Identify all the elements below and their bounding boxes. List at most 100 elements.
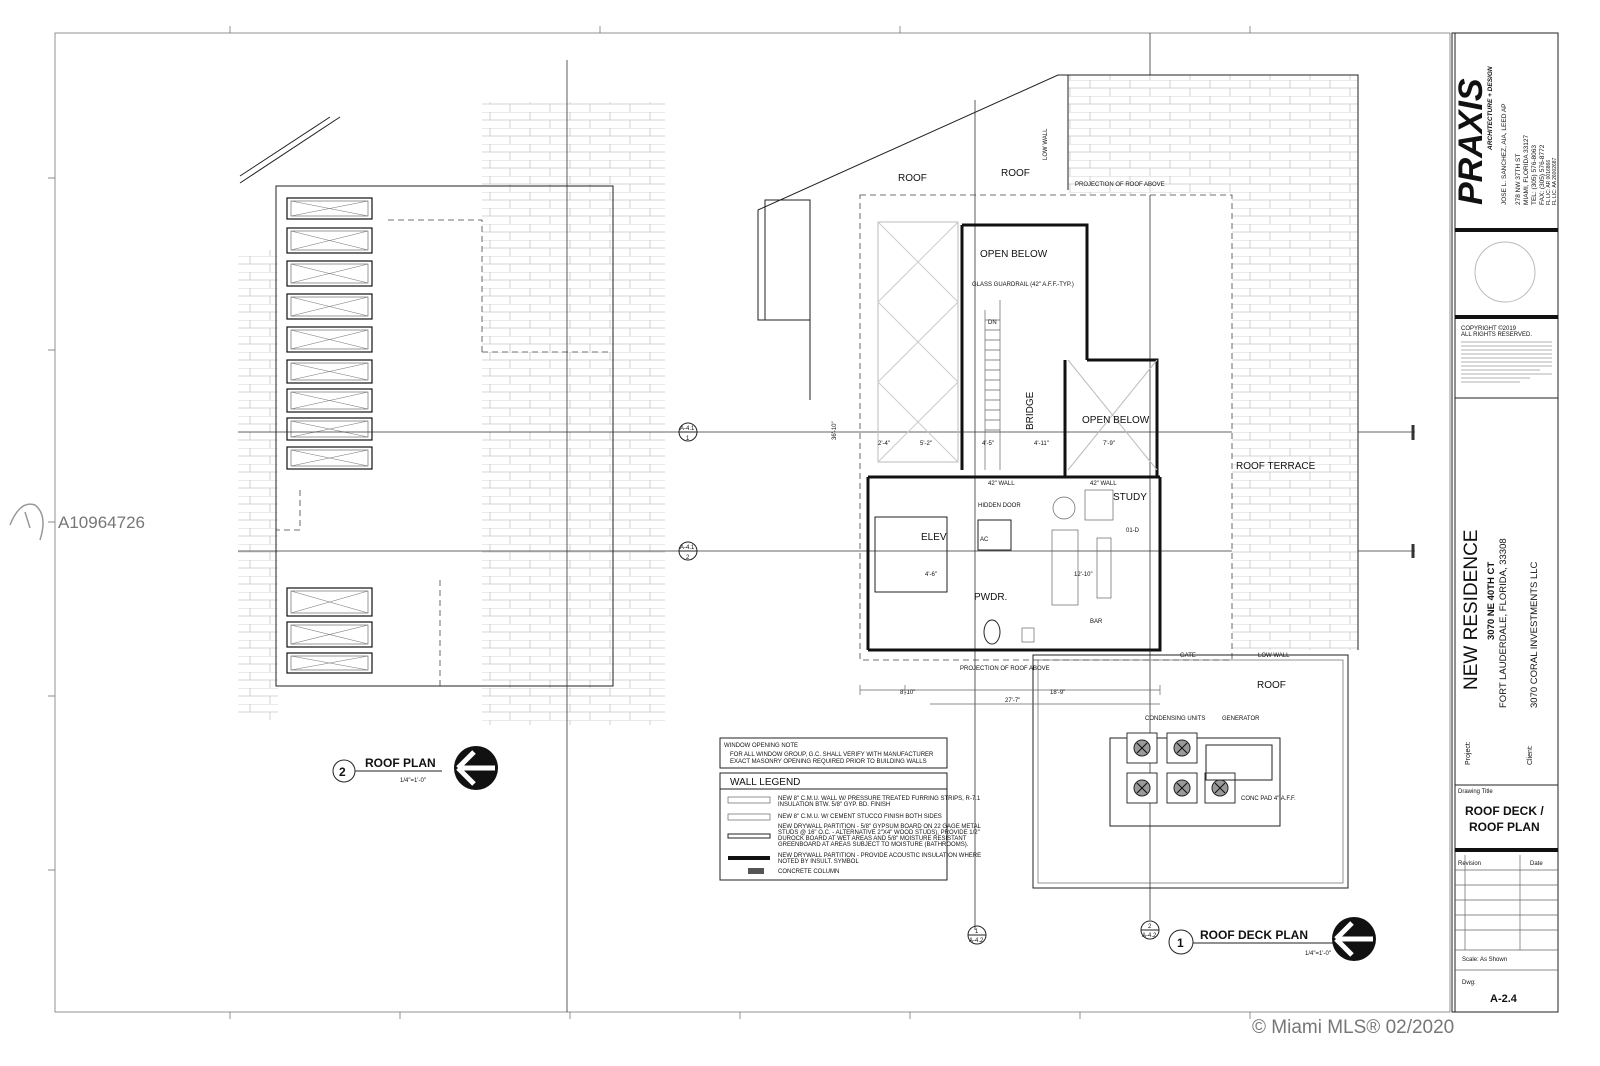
svg-text:1: 1 [975,929,979,935]
solar-panel [286,227,373,254]
condensing-units [1126,732,1236,804]
solar-panel [286,417,373,441]
solar-panel [286,359,373,384]
label-dn: DN [988,320,997,326]
north-arrow-icon [454,746,498,790]
svg-text:278 NW 37TH ST: 278 NW 37TH ST [1515,154,1522,205]
section-marker[interactable]: 2 A-4.2 [1140,920,1160,940]
label-open-below: OPEN BELOW [980,249,1048,260]
svg-text:2: 2 [1148,924,1152,930]
edge-ticks [48,26,1251,1019]
label-roof: ROOF [1001,168,1030,179]
svg-text:NEW RESIDENCE: NEW RESIDENCE [1461,530,1482,690]
svg-text:FORT LAUDERDALE, FLORIDA, 3330: FORT LAUDERDALE, FLORIDA, 33308 [1498,538,1509,708]
svg-text:7'-9": 7'-9" [1103,441,1115,447]
solar-panel [286,260,373,287]
svg-text:27'-7": 27'-7" [1005,698,1020,704]
svg-text:1/4"=1'-0": 1/4"=1'-0" [400,778,426,784]
svg-text:© Miami MLS® 02/2020: © Miami MLS® 02/2020 [1252,1017,1454,1038]
svg-text:A-2.4: A-2.4 [1490,993,1518,1005]
svg-text:Client:: Client: [1527,745,1534,765]
mls-watermark: A10964726 © Miami MLS® 02/2020 [9,503,1454,1038]
label-bridge: BRIDGE [1025,391,1036,430]
label-open-below: OPEN BELOW [1082,415,1150,426]
svg-text:FL LIC: AA 26002687: FL LIC: AA 26002687 [1552,157,1558,205]
svg-text:A-4.2: A-4.2 [1142,933,1157,939]
label-pwdr: PWDR. [974,592,1007,603]
label-study: STUDY [1113,492,1147,503]
svg-text:4'-11": 4'-11" [1034,441,1049,447]
title-block: PRAXIS ARCHITECTURE + DESIGN JOSE L. SAN… [1451,32,1559,1013]
svg-text:3070 NE 40TH CT: 3070 NE 40TH CT [1486,562,1497,640]
svg-text:ALL RIGHTS RESERVED.: ALL RIGHTS RESERVED. [1461,332,1532,338]
label-42-wall: 42" WALL [988,481,1015,487]
svg-text:TEL: (305) 576-8063: TEL: (305) 576-8063 [1531,145,1538,205]
svg-text:A-4.1: A-4.1 [680,426,695,432]
label-conc-pad: CONC PAD 4" A.F.F. [1241,796,1296,802]
section-marker[interactable]: 1 A-4.2 [967,925,987,945]
label-gate: GATE [1180,653,1196,659]
svg-text:FOR ALL WINDOW GROUP, G.C. SHA: FOR ALL WINDOW GROUP, G.C. SHALL VERIFY … [730,752,934,758]
svg-text:Project:: Project: [1465,741,1472,765]
condensing-unit [1204,772,1236,804]
svg-text:ROOF DECK /: ROOF DECK / [1465,804,1544,818]
svg-text:MIAMI, FLORIDA 33127: MIAMI, FLORIDA 33127 [1523,135,1530,205]
svg-text:NEW DRYWALL PARTITION - PROVID: NEW DRYWALL PARTITION - PROVIDE ACOUSTIC… [778,853,981,865]
condensing-unit [1166,732,1198,764]
roof-plan-title: 2 ROOF PLAN 1/4"=1'-0" [332,746,498,790]
roof-plan-drawing [238,102,665,725]
svg-text:FL LIC: AR 0016866: FL LIC: AR 0016866 [1546,160,1552,205]
label-ac: AC [980,537,989,543]
label-elev: ELEV. [921,532,948,543]
svg-text:NEW 8" C.M.U. WALL W/ PRESSURE: NEW 8" C.M.U. WALL W/ PRESSURE TREATED F… [778,796,981,808]
window-opening-note: WINDOW OPENING NOTE FOR ALL WINDOW GROUP… [719,737,948,769]
solar-panels [286,197,373,674]
roof-deck-plan-drawing [757,74,1359,889]
mls-logo-icon [9,503,44,541]
svg-text:Drawing Title: Drawing Title [1458,789,1493,795]
svg-text:Date: Date [1530,861,1543,867]
svg-text:1: 1 [1177,936,1184,950]
label-roof: ROOF [898,173,927,184]
solar-panel [286,587,373,617]
label-glass-guardrail: GLASS GUARDRAIL (42" A.F.F.-TYP.) [972,282,1074,288]
label-bar: BAR [1090,619,1103,625]
condensing-unit [1126,732,1158,764]
label-roof-terrace: ROOF TERRACE [1236,461,1316,472]
label-condensing-units: CONDENSING UNITS [1145,716,1205,722]
label-hidden-door: HIDDEN DOOR [978,503,1021,509]
svg-text:2: 2 [339,765,346,779]
svg-text:3070 CORAL INVESTMENTS LLC: 3070 CORAL INVESTMENTS LLC [1529,561,1540,708]
solar-panel [286,326,373,353]
solar-panel [286,652,373,674]
condensing-unit [1126,772,1158,804]
section-marker[interactable]: A-4.1 2 [678,541,698,561]
svg-text:A-4.2: A-4.2 [969,938,984,944]
label-low-wall: LOW WALL [1258,653,1290,659]
solar-panel [286,388,373,413]
svg-text:Scale: As Shown: Scale: As Shown [1462,957,1507,963]
svg-text:4'-6": 4'-6" [925,572,937,578]
sheet-border [54,32,1451,1013]
label-tag: 01-D [1126,528,1140,534]
svg-text:2'-4": 2'-4" [878,441,890,447]
room-labels: ROOF ROOF ROOF OPEN BELOW OPEN BELOW BRI… [898,128,1316,802]
svg-text:COPYRIGHT ©2019: COPYRIGHT ©2019 [1461,325,1517,332]
svg-text:Revision: Revision [1458,861,1481,867]
svg-text:ROOF PLAN: ROOF PLAN [1469,820,1540,834]
svg-text:ROOF PLAN: ROOF PLAN [365,756,436,770]
solar-panel [286,197,373,220]
dimensions: 36'-10" 8'-10" 18'-9" 27'-7" 4'-5" 4'-11… [832,421,1161,705]
svg-text:FAX: (305) 576-8772: FAX: (305) 576-8772 [1539,144,1546,205]
svg-text:ARCHITECTURE + DESIGN: ARCHITECTURE + DESIGN [1487,66,1494,151]
svg-text:5'-2": 5'-2" [920,441,932,447]
solar-panel [286,446,373,470]
label-projection: PROJECTION OF ROOF ABOVE [1075,182,1165,188]
svg-text:2: 2 [686,555,690,561]
svg-text:JOSE L. SANCHEZ, AIA, LEED AP: JOSE L. SANCHEZ, AIA, LEED AP [1501,103,1508,205]
section-marker[interactable]: A-4.1 1 [678,422,698,442]
svg-text:Dwg:: Dwg: [1462,980,1476,986]
label-generator: GENERATOR [1222,716,1260,722]
svg-text:4'-5": 4'-5" [982,441,994,447]
svg-text:8'-10": 8'-10" [900,690,915,696]
